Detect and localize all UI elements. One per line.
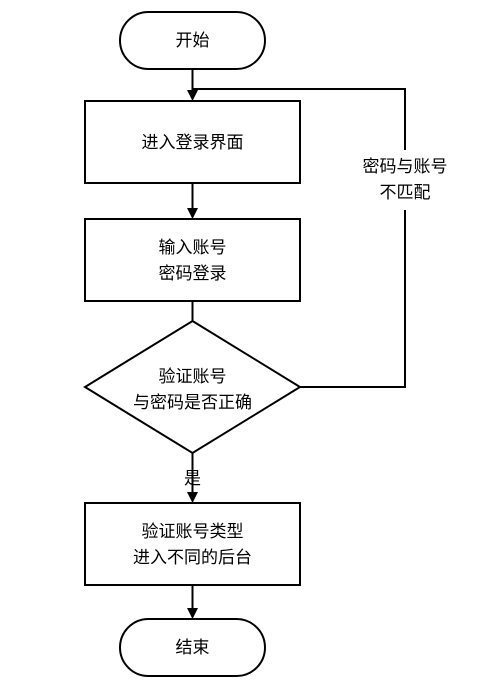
arrowhead-credentials [187, 208, 198, 219]
route-backend-node: 验证账号类型 进入不同的后台 [84, 502, 301, 586]
enter-credentials-node: 输入账号 密码登录 [84, 218, 301, 302]
route-backend-line-2: 进入不同的后台 [133, 548, 252, 568]
no-label-line-2: 不匹配 [380, 183, 431, 203]
no-label-line-1: 密码与账号 [363, 157, 448, 177]
end-label: 结束 [176, 638, 210, 658]
enter-credentials-line-1: 输入账号 [159, 238, 227, 258]
login-screen-label: 进入登录界面 [142, 133, 244, 153]
decision-line-1: 验证账号 [159, 367, 227, 387]
login-screen-node: 进入登录界面 [84, 100, 301, 184]
yes-label: 是 [184, 469, 201, 489]
no-label-background [340, 150, 470, 210]
enter-credentials-line-2: 密码登录 [159, 264, 227, 284]
start-label: 开始 [176, 31, 210, 51]
loop-back-line [192, 88, 406, 388]
arrowhead-backend [187, 492, 198, 503]
decision-node: 验证账号 与密码是否正确 [83, 319, 302, 455]
start-node: 开始 [119, 11, 266, 70]
route-backend-line-1: 验证账号类型 [142, 522, 244, 542]
arrowhead-end [187, 608, 198, 619]
arrowhead-login [187, 90, 198, 101]
decision-line-2: 与密码是否正确 [133, 393, 252, 413]
end-node: 结束 [119, 618, 266, 677]
